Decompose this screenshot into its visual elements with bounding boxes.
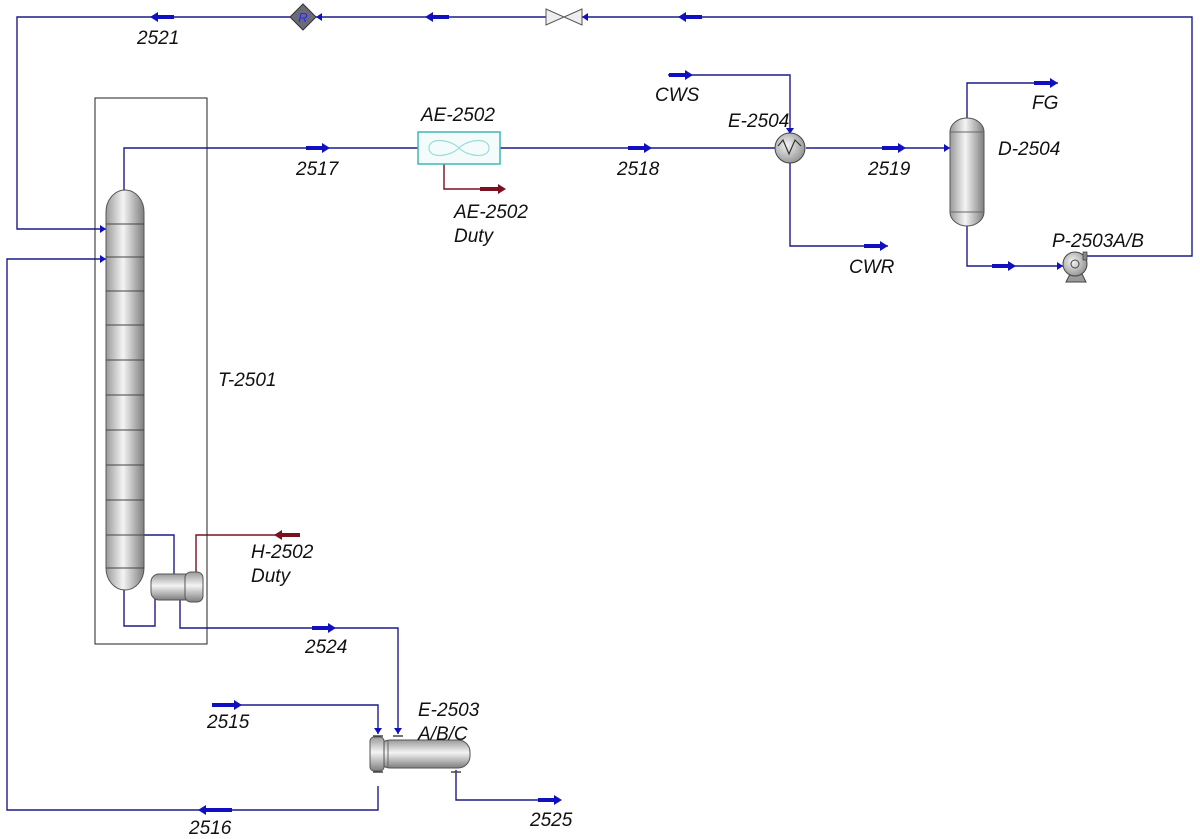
equipment-label-e-2504: E-2504 [728,111,789,132]
separator-drum-icon[interactable] [949,117,985,227]
arrow-drum-inlet [944,144,950,152]
stream-arrows [100,12,1063,815]
arrow-exchanger-inlet-2524 [394,728,402,734]
duty-label-h-2502-line2: Duty [251,566,292,587]
stream-label-2515: 2515 [206,712,250,733]
arrow-2525 [538,795,562,805]
reboiler-icon[interactable] [150,571,204,603]
equipment-label-e-2503: E-2503 [418,700,480,721]
stream-line-drum-to-pump[interactable] [966,226,1063,267]
arrow-h-2502-duty [274,530,300,540]
stream-label-2525: 2525 [529,810,573,831]
arrow-fg [1034,78,1058,88]
stream-label-2516: 2516 [188,818,232,839]
arrow-2517 [306,143,330,153]
stream-label-cws: CWS [655,85,700,106]
stream-line-2515[interactable] [218,704,379,734]
arrow-pump-inlet [1057,262,1063,270]
air-cooler-icon[interactable] [417,131,501,165]
arrow-2516 [198,805,232,815]
stream-line-reboiler-return[interactable] [123,585,156,627]
pump-icon[interactable] [1062,251,1088,283]
stream-label-2524: 2524 [304,637,347,658]
duty-label-ae-2502-line1: AE-2502 [453,202,528,223]
duty-label-ae-2502-line2: Duty [454,226,495,247]
arrow-2518 [628,143,652,153]
recycle-symbol: R [298,10,307,25]
stream-line-2524[interactable] [179,598,399,734]
arrow-top-mid [425,12,449,22]
arrow-2521 [150,12,174,22]
arrow-ae-2502-duty [480,184,506,194]
stream-label-cwr: CWR [849,257,895,278]
duty-line-h-2502[interactable] [195,534,294,574]
stream-line-2516[interactable] [6,258,379,811]
stream-line-2517[interactable] [123,147,418,190]
arrow-column-inlet-feed [100,255,106,263]
shell-tube-exchanger-icon[interactable] [369,735,471,773]
arrow-column-inlet-top [100,225,106,233]
equipment-label-e-2503-abc: A/B/C [417,724,468,745]
labels: 2521 AE-2502 2517 2518 CWS E-2504 2519 F… [136,28,1144,839]
equipment-label-ae-2502: AE-2502 [420,105,495,126]
arrow-2524 [312,623,336,633]
stream-line-fg[interactable] [966,82,1058,118]
stream-line-2525[interactable] [455,770,560,801]
arrow-valve-inlet [582,13,588,21]
recycle-icon[interactable]: R [289,3,317,31]
stream-line-column-to-reboiler[interactable] [144,534,175,574]
stream-label-2521: 2521 [136,28,179,49]
column-enclosure [94,97,208,645]
heat-exchanger-icon[interactable] [774,132,806,164]
arrow-recycle-inlet [316,13,322,21]
stream-line-cwr[interactable] [789,163,888,247]
stream-line-cws[interactable] [668,74,791,133]
distillation-column-icon[interactable] [105,189,145,591]
stream-label-2518: 2518 [616,159,660,180]
equipment-label-t-2501: T-2501 [218,370,276,391]
stream-line-2521[interactable] [582,16,1193,257]
valve-icon[interactable] [545,8,583,26]
duty-label-h-2502-line1: H-2502 [251,542,314,563]
arrow-drum-to-pump [992,261,1016,271]
stream-label-fg: FG [1032,93,1058,114]
equipment-label-p-2503: P-2503A/B [1052,231,1144,252]
arrow-cwr [864,241,888,251]
duty-line-ae-2502[interactable] [443,164,500,190]
equipment-label-d-2504: D-2504 [998,139,1060,160]
arrow-top-right [678,12,702,22]
arrow-2515 [212,700,242,710]
stream-lines [6,16,1193,811]
stream-label-2517: 2517 [295,159,340,180]
arrow-exchanger-inlet-2515 [374,728,382,734]
arrow-2519 [882,143,906,153]
arrow-cws [669,70,693,80]
stream-label-2519: 2519 [867,159,911,180]
arrow-condenser-cws-inlet [786,128,794,134]
